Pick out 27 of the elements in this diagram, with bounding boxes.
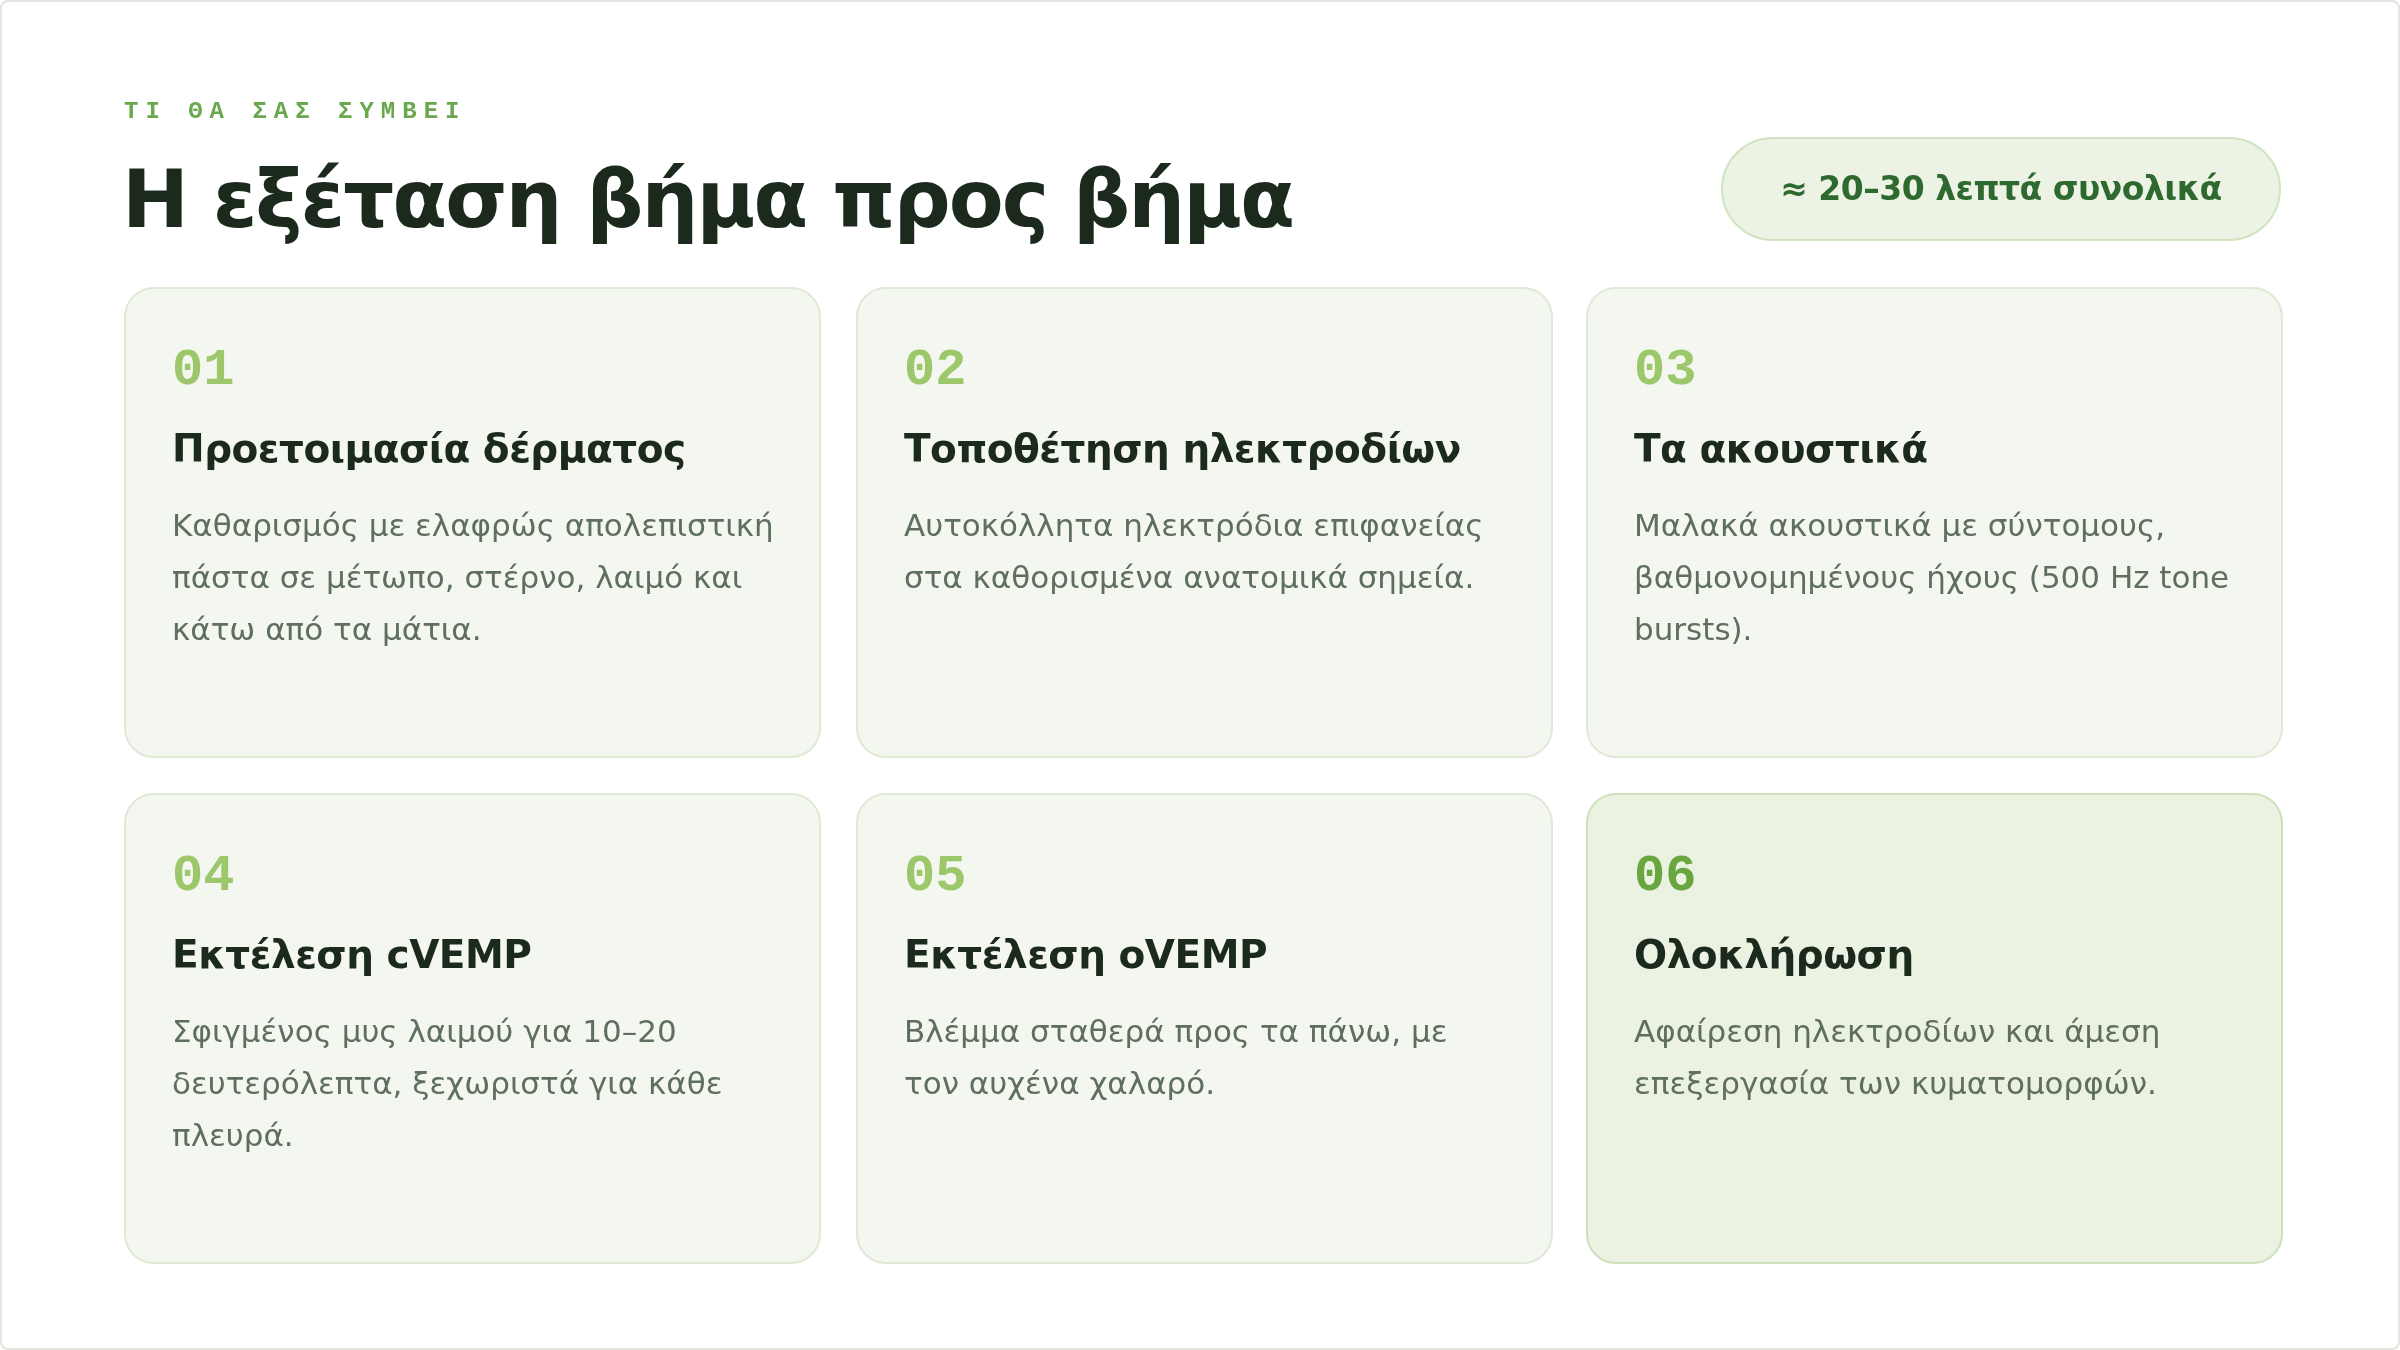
step-title: Τοποθέτηση ηλεκτροδίων — [904, 425, 1462, 473]
step-title: Τα ακουστικά — [1634, 425, 1929, 473]
step-number: 02 — [904, 341, 967, 401]
step-description: Καθαρισμός με ελαφρώς απολεπιστική πάστα σε μέτωπο, στέρνο, λαιμό και κάτω από τα μάτια. — [172, 506, 775, 649]
step-title: Προετοιμασία δέρματος — [172, 425, 687, 473]
step-number: 04 — [172, 847, 235, 907]
step-card — [1586, 287, 2283, 758]
step-description: Σφιγμένος μυς λαιμού για 10–20 δευτερόλεπτα, ξεχωριστά για κάθε πλευρά. — [172, 1012, 724, 1155]
step-number: 05 — [904, 847, 967, 907]
step-card — [124, 793, 821, 1264]
step-title: Ολοκλήρωση — [1634, 931, 1915, 979]
step-number: 03 — [1634, 341, 1697, 401]
step-number: 01 — [172, 341, 235, 401]
step-card — [124, 287, 821, 758]
step-description: Μαλακά ακουστικά με σύντομους, βαθμονομημένους ήχους (500 Hz tone bursts). — [1634, 506, 2231, 649]
step-description: Αυτοκόλλητα ηλεκτρόδια επιφανείας στα καθορισμένα ανατομικά σημεία. — [904, 506, 1485, 597]
step-title: Εκτέλεση cVEMP — [172, 931, 533, 979]
step-description: Βλέμμα σταθερά προς τα πάνω, με τον αυχένα χαλαρό. — [904, 1012, 1449, 1103]
step-title: Εκτέλεση oVEMP — [904, 931, 1269, 979]
duration-text: ≈ 20–30 λεπτά συνολικά — [1780, 168, 2222, 210]
highlighted-step-card — [1586, 793, 2283, 1264]
step-card — [856, 287, 1553, 758]
step-number: 06 — [1634, 847, 1697, 907]
step-card — [856, 793, 1553, 1264]
step-description: Αφαίρεση ηλεκτροδίων και άμεση επεξεργασία των κυματομορφών. — [1634, 1012, 2162, 1103]
page-title: Η εξέταση βήμα προς βήμα — [122, 152, 1293, 248]
kicker-label: ΤΙ ΘΑ ΣΑΣ ΣΥΜΒΕΙ — [124, 97, 467, 127]
